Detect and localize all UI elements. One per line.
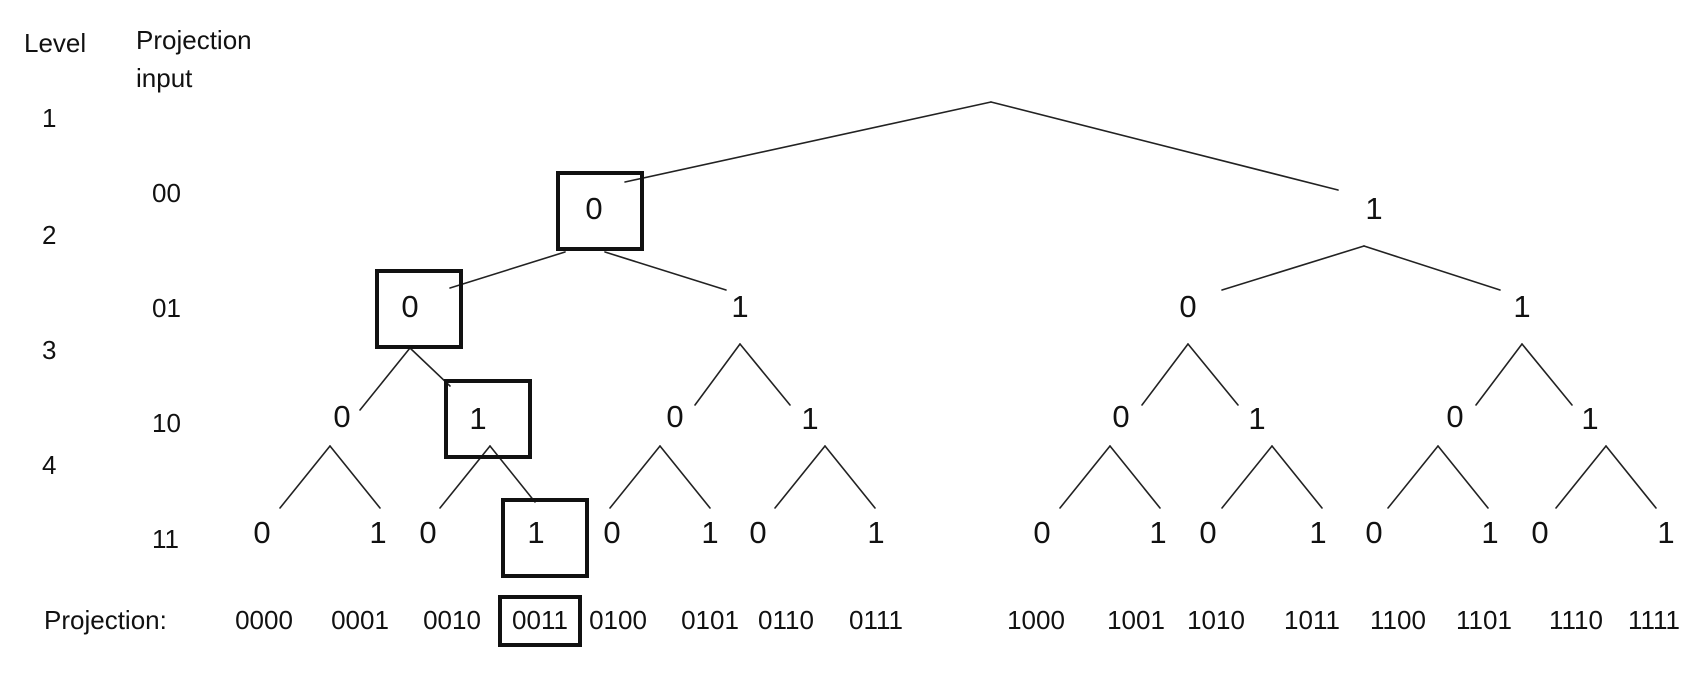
projection-2: 0010 bbox=[423, 605, 481, 635]
level-label-2: 2 bbox=[42, 220, 56, 250]
projection-5: 0101 bbox=[681, 605, 739, 635]
highlight-box-l2 bbox=[556, 171, 644, 251]
node-l2-0: 0 bbox=[585, 191, 602, 226]
node-l2-1: 1 bbox=[1365, 191, 1382, 226]
projection-input-11: 11 bbox=[152, 524, 179, 554]
edge-110-0 bbox=[1387, 445, 1439, 509]
node-l4-3: 1 bbox=[801, 401, 818, 436]
node-l4-1: 1 bbox=[469, 401, 486, 436]
projection-4: 0100 bbox=[589, 605, 647, 635]
node-l5-1: 1 bbox=[369, 515, 386, 550]
projection-3: 0011 bbox=[512, 605, 568, 635]
node-l3-0: 0 bbox=[401, 289, 418, 324]
edge-11-0 bbox=[1475, 343, 1523, 406]
edge-010-0 bbox=[609, 445, 661, 509]
node-l3-3: 1 bbox=[1513, 289, 1530, 324]
node-l5-0: 0 bbox=[253, 515, 270, 550]
node-l5-3: 1 bbox=[527, 515, 544, 550]
edge-0-0 bbox=[449, 251, 566, 289]
edge-101-0 bbox=[1221, 445, 1273, 509]
edge-101-1 bbox=[1271, 445, 1323, 509]
highlight-box-l4 bbox=[444, 379, 532, 459]
edge-01-0 bbox=[694, 343, 741, 406]
level-label-1: 1 bbox=[42, 103, 56, 133]
projection-13: 1101 bbox=[1456, 605, 1512, 635]
node-l5-4: 0 bbox=[603, 515, 620, 550]
node-l3-2: 0 bbox=[1179, 289, 1196, 324]
node-l4-2: 0 bbox=[666, 399, 683, 434]
edge-000-0 bbox=[279, 445, 331, 509]
node-l5-13: 1 bbox=[1481, 515, 1498, 550]
edge-1-0 bbox=[1221, 245, 1365, 291]
node-l5-14: 0 bbox=[1531, 515, 1548, 550]
edge-110-1 bbox=[1437, 445, 1489, 509]
edge-00-1 bbox=[409, 347, 451, 387]
highlight-box-projection bbox=[498, 595, 582, 647]
edge-10-1 bbox=[1187, 343, 1239, 406]
edge-000-1 bbox=[329, 445, 381, 509]
node-l4-4: 0 bbox=[1112, 399, 1129, 434]
node-l5-8: 0 bbox=[1033, 515, 1050, 550]
projection-15: 1111 bbox=[1628, 605, 1680, 635]
edge-010-1 bbox=[659, 445, 711, 509]
projection-1: 0001 bbox=[331, 605, 389, 635]
node-l4-6: 0 bbox=[1446, 399, 1463, 434]
projection-label: Projection: bbox=[44, 605, 167, 635]
edge-01-1 bbox=[739, 343, 791, 406]
projection-11: 1011 bbox=[1284, 605, 1340, 635]
projection-input-00: 00 bbox=[152, 178, 181, 208]
node-l4-5: 1 bbox=[1248, 401, 1265, 436]
level-header: Level bbox=[24, 28, 86, 58]
projection-12: 1100 bbox=[1370, 605, 1426, 635]
projection-input-01: 01 bbox=[152, 293, 181, 323]
edge-10-0 bbox=[1141, 343, 1189, 406]
node-l5-12: 0 bbox=[1365, 515, 1382, 550]
projection-input-header-line2: input bbox=[136, 63, 193, 93]
edge-111-1 bbox=[1605, 445, 1657, 509]
node-l5-6: 0 bbox=[749, 515, 766, 550]
node-l4-7: 1 bbox=[1581, 401, 1598, 436]
highlight-box-l3 bbox=[375, 269, 463, 349]
level-label-4: 4 bbox=[42, 450, 56, 480]
projection-0: 0000 bbox=[235, 605, 293, 635]
node-l5-2: 0 bbox=[419, 515, 436, 550]
edge-100-1 bbox=[1109, 445, 1161, 509]
edge-011-0 bbox=[774, 445, 826, 509]
projection-6: 0110 bbox=[758, 605, 814, 635]
node-l5-11: 1 bbox=[1309, 515, 1326, 550]
node-l5-15: 1 bbox=[1657, 515, 1674, 550]
highlight-box-l5 bbox=[501, 498, 589, 578]
edge-111-0 bbox=[1555, 445, 1607, 509]
node-l5-9: 1 bbox=[1149, 515, 1166, 550]
edge-root-0 bbox=[624, 101, 992, 183]
projection-10: 1010 bbox=[1187, 605, 1245, 635]
level-label-3: 3 bbox=[42, 335, 56, 365]
projection-7: 0111 bbox=[849, 605, 903, 635]
node-l5-7: 1 bbox=[867, 515, 884, 550]
projection-9: 1001 bbox=[1107, 605, 1165, 635]
node-l3-1: 1 bbox=[731, 289, 748, 324]
node-l5-10: 0 bbox=[1199, 515, 1216, 550]
projection-input-header-line1: Projection bbox=[136, 25, 252, 55]
node-l5-5: 1 bbox=[701, 515, 718, 550]
projection-14: 1110 bbox=[1549, 605, 1603, 635]
projection-8: 1000 bbox=[1007, 605, 1065, 635]
edge-1-1 bbox=[1363, 245, 1501, 291]
edge-11-1 bbox=[1521, 343, 1573, 406]
node-l4-0: 0 bbox=[333, 399, 350, 434]
edge-0-1 bbox=[604, 251, 727, 291]
edge-100-0 bbox=[1059, 445, 1111, 509]
edge-00-0 bbox=[359, 347, 411, 411]
projection-input-10: 10 bbox=[152, 408, 181, 438]
edge-root-1 bbox=[990, 101, 1339, 191]
edge-011-1 bbox=[824, 445, 876, 509]
